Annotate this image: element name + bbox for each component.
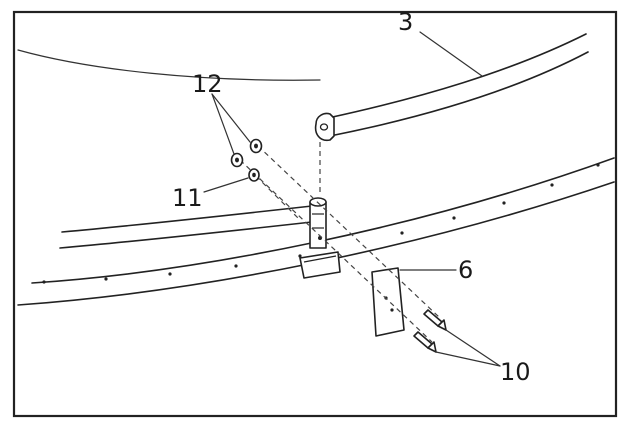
upper-ring-rail	[59, 205, 313, 249]
bolt-axis-lines	[239, 145, 441, 343]
callout-10: 10	[500, 358, 531, 386]
callout-6: 6	[458, 256, 473, 284]
callout-11: 11	[172, 184, 203, 212]
bracket-plate-part-6	[371, 267, 405, 337]
nut-part-11	[248, 168, 260, 182]
callout-3: 3	[398, 8, 413, 36]
connector-post	[309, 197, 327, 249]
callout-12: 12	[192, 70, 223, 98]
bolts-part-10	[413, 309, 447, 353]
diagram-frame	[12, 10, 618, 418]
curved-tube-part-3	[314, 33, 589, 142]
leader-lines	[203, 31, 501, 367]
washers-part-12	[230, 138, 263, 168]
background-arc	[17, 49, 321, 81]
rail-clamp	[299, 251, 341, 279]
